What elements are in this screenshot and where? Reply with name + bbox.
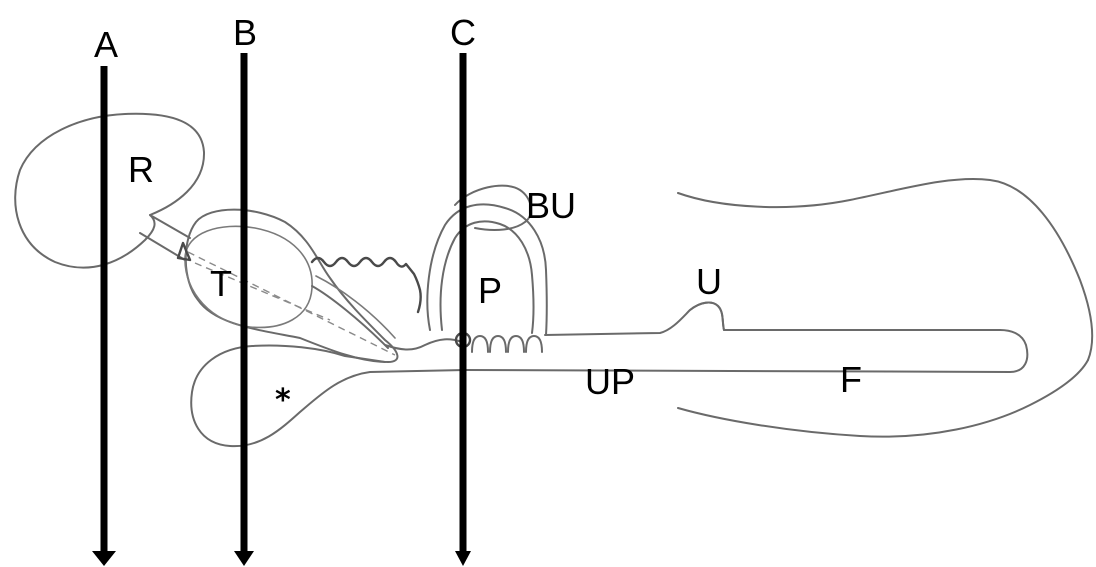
label-t: T (210, 263, 232, 304)
structure-r-outline (15, 114, 204, 268)
coiled-tubule-inner (316, 276, 395, 338)
structure-t-inner-oval (185, 226, 312, 327)
section-label-a: A (94, 24, 118, 65)
section-label-b: B (233, 12, 257, 53)
label-up: UP (585, 361, 635, 402)
section-arrowhead-a (92, 551, 116, 566)
structure-star-outline (191, 345, 465, 446)
label-r: R (128, 149, 154, 190)
label-p: P (478, 270, 502, 311)
section-label-c: C (450, 12, 476, 53)
label-star: * (275, 383, 291, 418)
duct-r-to-t-upper (150, 215, 190, 238)
coiled-tubule-upper (312, 258, 421, 312)
structure-p-loops (472, 336, 542, 352)
section-arrowhead-c (455, 551, 471, 566)
structure-f-upper (678, 179, 1092, 360)
section-arrowhead-b (234, 551, 254, 566)
label-f: F (840, 359, 862, 400)
coiled-tubule-lower (312, 286, 388, 348)
structure-up-tube-top (545, 303, 1000, 335)
label-bu: BU (526, 185, 576, 226)
label-u: U (696, 261, 722, 302)
structure-up-tube-bottom (465, 330, 1027, 372)
structure-u-bump (690, 303, 724, 330)
duct-to-p-base (385, 339, 462, 349)
